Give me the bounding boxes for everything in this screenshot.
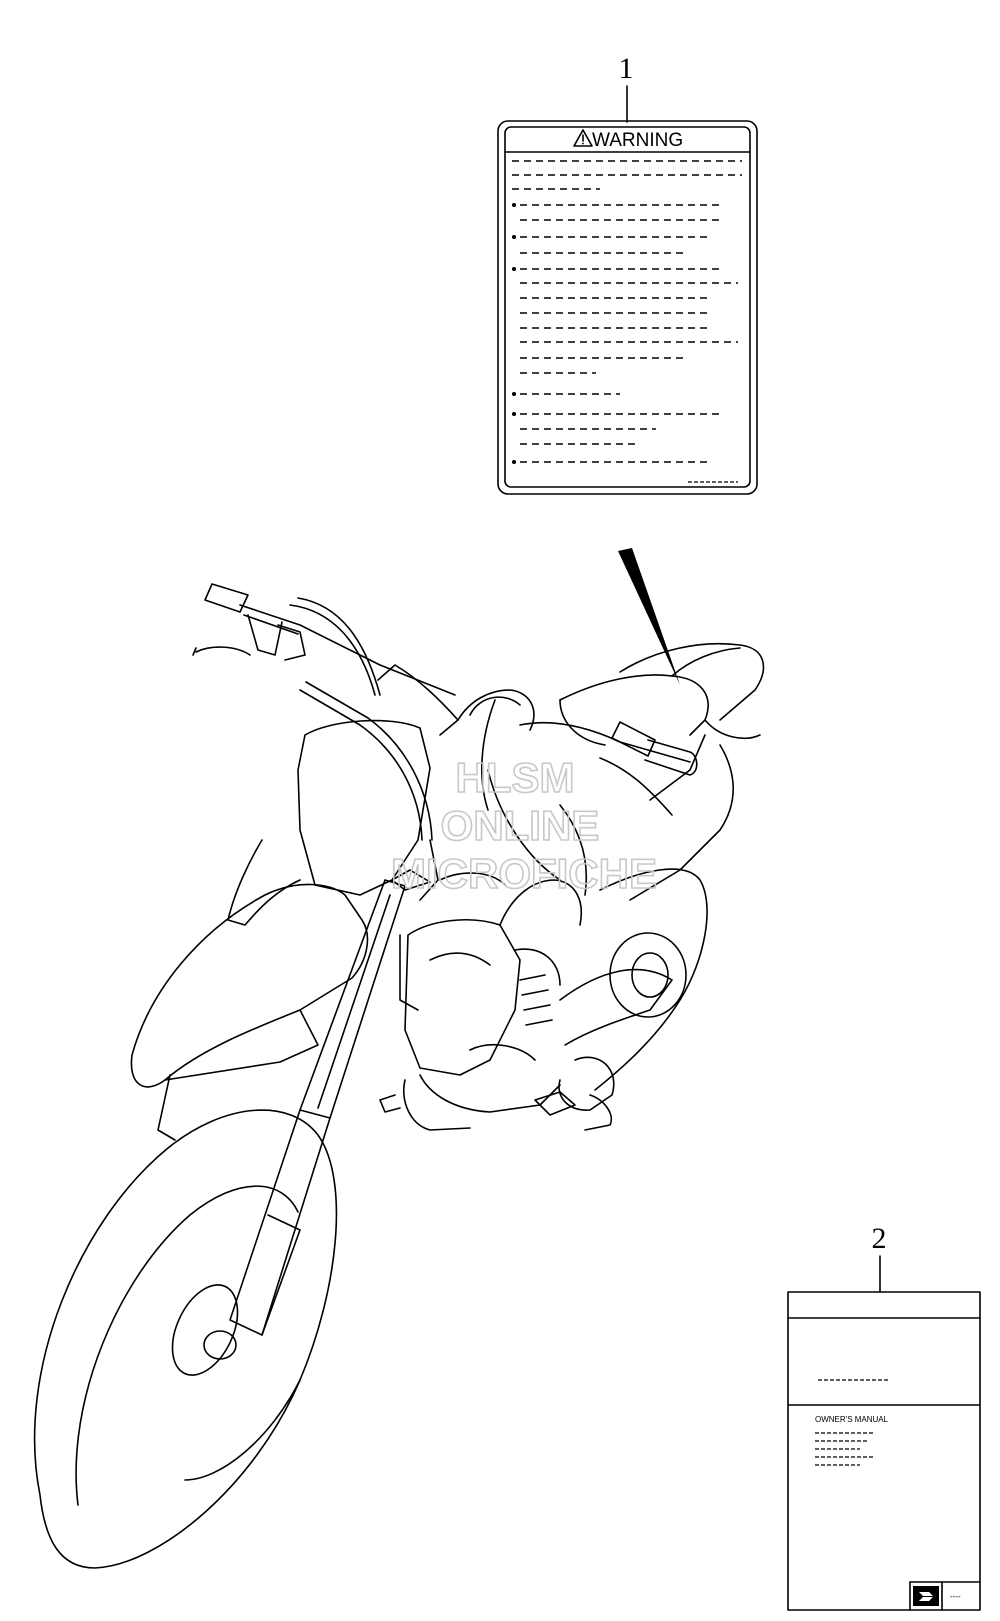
fuel-tank [559, 642, 765, 901]
owners-manual-title: OWNER'S MANUAL [815, 1415, 889, 1424]
owners-manual-cover [787, 1291, 981, 1611]
warning-label-title: WARNING [592, 130, 683, 151]
watermark-line-1: HLSM [456, 754, 575, 801]
front-fork [229, 839, 439, 1336]
number-plate [297, 719, 431, 896]
warning-triangle-icon [573, 129, 593, 147]
warning-label-inner [504, 126, 751, 488]
watermark-line-3: MICROFICHE [391, 850, 657, 897]
callout-2[interactable]: 2 [872, 1222, 887, 1293]
watermark-line-2: ONLINE [441, 802, 600, 849]
rear-body [558, 868, 708, 1111]
warning-label-part[interactable]: WARNING [497, 120, 758, 495]
label-location-pointer [618, 548, 680, 685]
callout-1[interactable]: 1 [619, 52, 634, 123]
owners-manual-part[interactable]: OWNER'S MANUAL ---- [787, 1291, 981, 1611]
warning-label-outer [497, 120, 758, 495]
owners-manual-code: ---- [950, 1592, 961, 1601]
engine [379, 699, 612, 1131]
front-wheel [33, 1109, 338, 1569]
watermark: HLSM ONLINE MICROFICHE [390, 753, 658, 898]
suzuki-logo-icon [913, 1586, 939, 1606]
warning-label-body-lines [512, 160, 742, 483]
motorcycle-drawing [33, 583, 765, 1569]
front-fender [130, 883, 369, 1088]
callout-2-number: 2 [872, 1222, 887, 1255]
callout-1-number: 1 [619, 52, 634, 85]
owners-manual-text-lines [815, 1432, 874, 1466]
